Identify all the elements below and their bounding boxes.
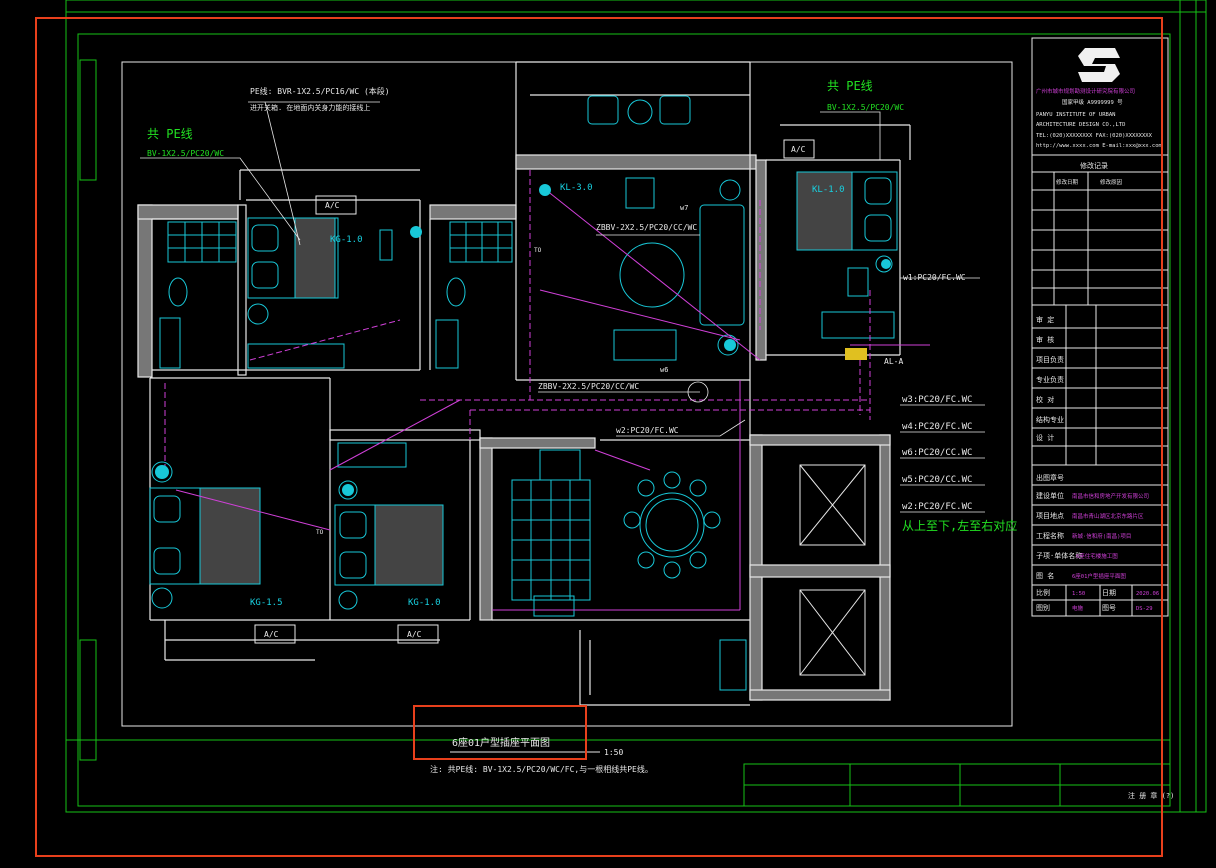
bv-right: BV-1X2.5/PC20/WC (827, 103, 904, 112)
scale-value: 1:50 (1072, 591, 1085, 597)
no-label: 图号 (1102, 604, 1116, 612)
title-block-text: 广州市城市规划勘测设计研究院有限公司 国家甲级 A9999999 号 PANYU… (1036, 87, 1163, 612)
name-value: 新城·信和府(南昌)项目 (1072, 532, 1131, 540)
row-1: 审 核 (1036, 335, 1054, 344)
sub-label: 子项·单体名称 (1036, 551, 1082, 560)
selection-highlight-outer (35, 17, 1163, 857)
lift-shafts (799, 464, 866, 676)
sheet-frame (65, 0, 1207, 813)
client-value: 南昌市信和房地产开发有限公司 (1072, 492, 1149, 500)
company-en-1: PANYU INSTITUTE OF URBAN (1036, 112, 1115, 118)
leader-lines (140, 101, 985, 513)
drawing-value: 6座01户型插座平面图 (1072, 572, 1126, 580)
date-value: 2020.06 (1136, 591, 1159, 597)
share-pe-left: 共 PE线 (147, 127, 193, 141)
zbbv-2-label: ZBBV-2X2.5/PC20/CC/WC (538, 382, 639, 391)
wiring (164, 170, 930, 611)
rev-header: 修改记录 (1080, 161, 1108, 170)
row-2: 项目负责 (1036, 355, 1064, 364)
selection-highlight-title (413, 705, 587, 760)
scale-label: 比例 (1036, 588, 1050, 597)
pe-note-2: 进开关箱. 在地面内关身力能的接线上 (250, 103, 370, 112)
to-label-1: TO (534, 247, 542, 254)
kg10-top-label: KG-1.0 (330, 235, 363, 245)
ac-label: A/C (325, 201, 340, 210)
drawing-title: 6座01户型插座平面图 (452, 736, 550, 749)
bv-left: BV-1X2.5/PC20/WC (147, 149, 224, 158)
row-6: 设 计 (1036, 433, 1054, 442)
row-3: 专业负责 (1036, 375, 1064, 384)
ac-label: A/C (407, 630, 422, 639)
rev-col2: 修改原因 (1100, 178, 1123, 186)
name-label: 工程名称 (1036, 531, 1064, 540)
w7-marker: w7 (680, 204, 688, 212)
to-label-2: TO (316, 529, 324, 536)
w6-label: w6:PC20/CC.WC (902, 448, 972, 458)
pe-note-1: PE线: BVR-1X2.5/PC16/WC (本段) (250, 86, 390, 96)
w6-marker: w6 (660, 366, 668, 374)
row-5: 结构专业 (1036, 415, 1064, 424)
rev-col1: 修改日期 (1056, 178, 1079, 186)
title-block-frame (1031, 37, 1169, 617)
company-code: 国家甲级 A9999999 号 (1062, 98, 1123, 106)
kg15-label: KG-1.5 (250, 598, 283, 608)
drawing-title-group: 6座01户型插座平面图 1:50 注: 共PE线: BV-1X2.5/PC20/… (430, 736, 1174, 800)
kl10-label: KL-1.0 (812, 185, 845, 195)
w1-label: w1:PC20/FC.WC (903, 273, 966, 282)
ac-label: A/C (791, 145, 806, 154)
al-a-label: AL-A (884, 357, 903, 366)
cert-no: 出图章号 (1036, 473, 1064, 482)
phase-value: 电施 (1072, 604, 1084, 612)
stamp-label: 注 册 章 (?) (1128, 791, 1174, 800)
w4-label: w4:PC20/FC.WC (902, 422, 972, 432)
title-block-rev-grid (1032, 171, 1168, 566)
row-4: 校 对 (1036, 395, 1054, 404)
w3-label: w3:PC20/FC.WC (902, 395, 972, 405)
drawing-label: 图 名 (1036, 571, 1054, 580)
no-value: DS-29 (1136, 606, 1153, 612)
annotation-texts: PE线: BVR-1X2.5/PC16/WC (本段) 进开关箱. 在地面内关身… (147, 79, 1017, 608)
date-label: 日期 (1102, 589, 1116, 597)
drawing-note: 注: 共PE线: BV-1X2.5/PC20/WC/FC,与一根相线共PE线。 (430, 764, 653, 774)
row-0: 审 定 (1036, 315, 1054, 324)
company-en-2: ARCHITECTURE DESIGN CO.,LTD (1036, 122, 1125, 128)
client-label: 建设单位 (1036, 491, 1064, 500)
company-email: http://www.xxxx.com E-mail:xxx@xxx.com (1036, 143, 1163, 149)
share-pe-right: 共 PE线 (827, 79, 873, 93)
kl30-label: KL-3.0 (560, 183, 593, 193)
company-logo (1078, 48, 1120, 82)
company-cn: 广州市城市规划勘测设计研究院有限公司 (1036, 87, 1135, 95)
kg10-bottom-label: KG-1.0 (408, 598, 441, 608)
outlets (155, 184, 891, 496)
zbbv-1-label: ZBBV-2X2.5/PC20/CC/WC (596, 223, 697, 232)
project-value: 南昌市青山湖区北京东路片区 (1072, 512, 1144, 520)
company-tel: TEL:(020)XXXXXXXX FAX:(020)XXXXXXXX (1036, 133, 1153, 139)
w2-label-right: w2:PC20/FC.WC (902, 502, 972, 512)
w5-label: w5:PC20/CC.WC (902, 475, 972, 485)
drawing-scale: 1:50 (604, 748, 623, 757)
project-label: 项目地点 (1036, 511, 1064, 520)
order-note: 从上至下,左至右对应 (902, 518, 1017, 533)
ac-label: A/C (264, 630, 279, 639)
furniture (149, 95, 898, 691)
phase-label: 图别 (1036, 603, 1050, 612)
ac-labels: A/C A/C A/C A/C (264, 145, 806, 639)
sub-value: 6座住宅楼施工图 (1076, 552, 1118, 560)
ac-units (254, 139, 815, 644)
w2-label: w2:PC20/FC.WC (616, 426, 679, 435)
